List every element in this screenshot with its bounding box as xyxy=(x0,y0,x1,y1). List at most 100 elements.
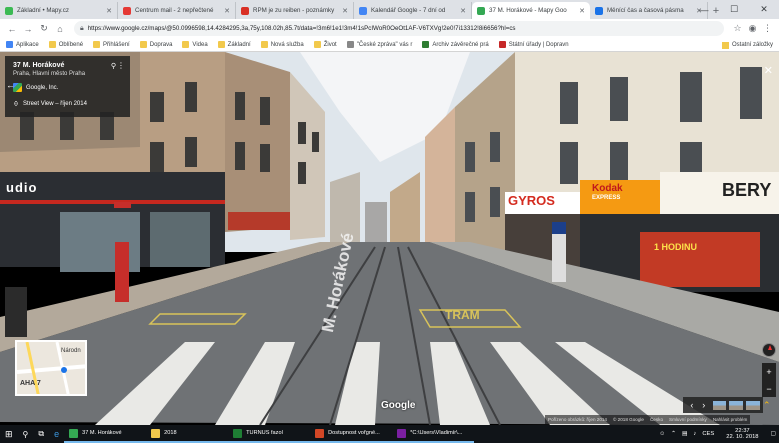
taskbar-app-chrome[interactable]: 37 M. Horákové xyxy=(64,425,147,443)
taskbar-app-label: 37 M. Horákové xyxy=(82,430,122,436)
tray-chevron-icon[interactable]: ⌃ xyxy=(671,431,676,437)
close-window-button[interactable]: ✕ xyxy=(760,4,768,14)
minimap[interactable]: Národn AHA 7 xyxy=(15,340,87,396)
folder-icon xyxy=(151,428,161,438)
taskbar-app-explorer[interactable]: 2018 xyxy=(146,425,229,443)
pin-icon[interactable]: ⚲ xyxy=(110,63,116,70)
imagery-strip[interactable]: ‹ › xyxy=(683,397,763,413)
expand-icon[interactable]: ⌃ xyxy=(763,400,771,410)
shop-sign-gyros: GYROS xyxy=(508,193,555,208)
people-icon[interactable]: ☺ xyxy=(659,431,666,437)
image-author: Google, Inc. xyxy=(13,83,122,92)
menu-icon[interactable]: ⋮ xyxy=(763,23,772,33)
language-indicator[interactable]: CES xyxy=(702,431,715,437)
taskbar-app-label: 2018 xyxy=(164,430,177,436)
footer-item[interactable]: Nahlásit problém xyxy=(712,417,748,422)
folder-icon xyxy=(217,41,225,48)
search-icon[interactable]: ⚲ xyxy=(22,429,29,439)
bookmark-folder[interactable]: Nová služba xyxy=(260,41,304,48)
close-tab-icon[interactable]: ✕ xyxy=(106,7,112,15)
bookmark-folder[interactable]: Oblíbené xyxy=(48,41,83,48)
windows-taskbar: ⊞ ⚲ ⧉ e 37 M. Horákové 2018 TURNUS fazol… xyxy=(0,425,779,443)
taskbar-app-label: Dostupnost vořgné... xyxy=(328,430,380,436)
back-button[interactable]: ← xyxy=(7,23,17,34)
taskbar-app-excel[interactable]: TURNUS fazol xyxy=(228,425,311,443)
back-arrow-icon[interactable]: ← xyxy=(6,80,15,90)
zoom-out-button[interactable]: − xyxy=(766,383,772,394)
favicon-icon xyxy=(359,6,367,15)
bookmark-label: Život xyxy=(323,41,337,48)
close-tab-icon[interactable]: ✕ xyxy=(224,7,230,15)
account-icon[interactable]: ◉ xyxy=(748,23,757,33)
bookmark-folder[interactable]: Přihlášení xyxy=(93,41,130,48)
forward-button[interactable]: → xyxy=(23,23,33,34)
browser-tab-active[interactable]: 37 M. Horákové - Mapy Goo✕ xyxy=(472,2,590,19)
bookmark-folder[interactable]: Život xyxy=(313,41,337,48)
imagery-thumbnail[interactable] xyxy=(746,400,760,410)
volume-icon[interactable]: ♪ xyxy=(693,431,697,437)
favicon-icon xyxy=(5,6,13,15)
apps-grid-icon xyxy=(6,41,13,48)
capture-date[interactable]: ⌚︎Street View – říjen 2014 xyxy=(13,99,122,109)
bookmark-site[interactable]: "České zpráva" vás r xyxy=(346,41,412,48)
chevron-left-icon[interactable]: ‹ xyxy=(690,400,694,410)
powerpoint-icon xyxy=(315,428,325,438)
close-tab-icon[interactable]: ✕ xyxy=(579,7,585,15)
compass-icon[interactable] xyxy=(762,343,776,357)
browser-tab[interactable]: Základní • Mapy.cz✕ xyxy=(0,2,118,19)
address-bar[interactable]: 🔒︎ https://www.google.cz/maps/@50.099659… xyxy=(74,21,724,36)
new-tab-button[interactable]: + xyxy=(712,4,720,17)
other-bookmarks[interactable]: Ostatní záložky xyxy=(715,38,773,51)
task-view-icon[interactable]: ⧉ xyxy=(38,429,45,438)
close-street-view-icon[interactable]: ✕ xyxy=(763,65,773,77)
imagery-thumbnail[interactable] xyxy=(729,400,744,410)
footer-item[interactable]: Česko xyxy=(649,417,664,422)
clock-icon: ⌚︎ xyxy=(13,102,20,108)
reload-button[interactable]: ↻ xyxy=(40,23,48,33)
capture-date-text: Street View – říjen 2014 xyxy=(23,101,87,107)
minimize-button[interactable]: — xyxy=(699,4,709,15)
bookmark-folder[interactable]: Videa xyxy=(182,41,208,48)
start-button[interactable]: ⊞ xyxy=(5,428,13,439)
footer-item: Pořízeno obrázků: říjen 2014 xyxy=(548,417,607,422)
bookmark-star-icon[interactable]: ☆ xyxy=(733,23,742,33)
taskbar-app-editor[interactable]: *C:\Users\Vladimír\... xyxy=(392,425,475,443)
notifications-icon[interactable]: ▢ xyxy=(770,431,776,437)
site-icon xyxy=(498,41,506,48)
footer-item[interactable]: Smluvní podmínky xyxy=(669,417,707,422)
browser-tab[interactable]: Měnící čas a časová pásma✕ xyxy=(590,2,708,19)
browser-tab[interactable]: Centrum mail - 2 nepřečtené✕ xyxy=(118,2,236,19)
lock-icon: 🔒︎ xyxy=(80,24,84,32)
bookmark-folder[interactable]: Doprava xyxy=(139,41,172,48)
close-tab-icon[interactable]: ✕ xyxy=(460,7,466,15)
map-footer: Pořízeno obrázků: říjen 2014 © 2018 Goog… xyxy=(545,415,751,424)
google-logo: Google xyxy=(381,400,416,411)
imagery-thumbnail[interactable] xyxy=(712,400,727,410)
network-icon[interactable]: ▤ xyxy=(681,431,688,437)
footer-item: © 2018 Google xyxy=(613,417,644,422)
bookmark-label: Archiv závěrečné prá xyxy=(432,41,489,48)
bookmark-label: Nová služba xyxy=(270,41,304,48)
bookmark-label: Ostatní záložky xyxy=(731,42,773,48)
browser-tab[interactable]: RPM je zu reiben - poznámky✕ xyxy=(236,2,354,19)
chevron-right-icon[interactable]: › xyxy=(702,400,706,410)
bookmark-site[interactable]: Státní úřady | Dopravn xyxy=(498,41,569,48)
taskbar-app-label: *C:\Users\Vladimír\... xyxy=(410,430,463,436)
close-tab-icon[interactable]: ✕ xyxy=(696,7,702,15)
browser-toolbar: ← → ↻ ⌂ 🔒︎ https://www.google.cz/maps/@5… xyxy=(0,19,779,38)
bookmark-apps[interactable]: Aplikace xyxy=(6,41,39,48)
more-options-icon[interactable]: ⋮ xyxy=(117,61,125,70)
taskbar-app-powerpoint[interactable]: Dostupnost vořgné... xyxy=(310,425,393,443)
home-button[interactable]: ⌂ xyxy=(57,23,63,34)
author-name: Google, Inc. xyxy=(26,84,59,91)
zoom-in-button[interactable]: + xyxy=(766,366,772,377)
close-tab-icon[interactable]: ✕ xyxy=(342,7,348,15)
bookmark-site[interactable]: Archiv závěrečné prá xyxy=(422,41,489,48)
maximize-button[interactable]: ☐ xyxy=(729,4,739,14)
bookmark-folder[interactable]: Základní xyxy=(217,41,251,48)
taskbar-app-label: TURNUS fazol xyxy=(246,430,283,436)
browser-tab[interactable]: Kalendář Google - 7 dní od✕ xyxy=(354,2,472,19)
minimap-label: Národn xyxy=(61,348,81,354)
edge-icon[interactable]: e xyxy=(54,429,60,439)
